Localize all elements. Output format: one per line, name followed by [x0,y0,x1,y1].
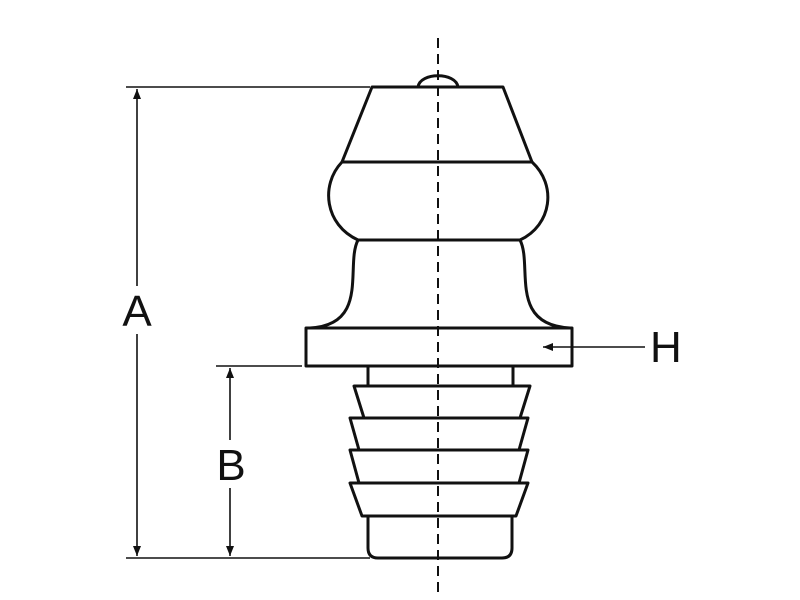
dimension-a-label: A [122,287,152,336]
thread-1 [352,384,532,420]
head-neck [308,238,572,330]
dimension-h-label: H [650,323,682,372]
ball-tip [416,74,460,89]
dimension-b-label-bg [210,440,252,488]
dimension-a-label-bg [116,286,158,334]
dimension-b-label: B [216,441,245,490]
thread-4 [348,481,530,518]
pilot-tip [366,514,514,560]
shank-collar [366,364,515,388]
